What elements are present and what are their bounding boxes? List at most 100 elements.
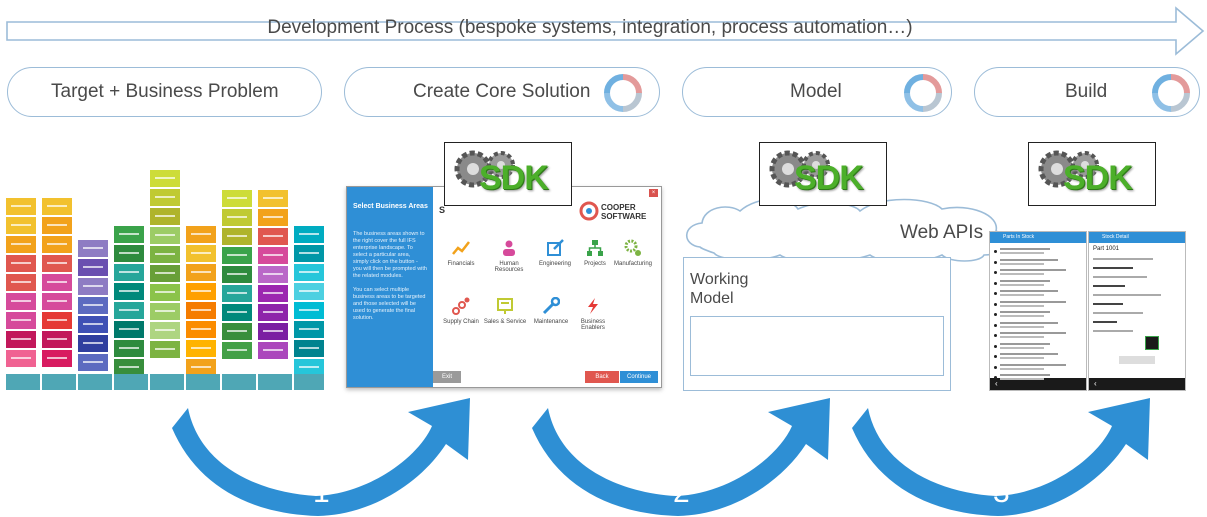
- landscape-block-text: [83, 361, 103, 363]
- area-business-enablers[interactable]: Business Enablers: [569, 297, 617, 331]
- list-item[interactable]: [1000, 258, 1058, 261]
- landscape-block-text: [263, 273, 283, 275]
- gears-icon: [769, 150, 830, 188]
- list-item-bullet: [994, 323, 997, 327]
- list-item[interactable]: [1000, 300, 1066, 303]
- landscape-block-text: [119, 347, 139, 349]
- area-maintenance[interactable]: Maintenance: [527, 297, 575, 325]
- list-item-bullet: [994, 355, 997, 358]
- list-item[interactable]: [1000, 332, 1066, 334]
- list-item[interactable]: [1000, 374, 1050, 376]
- list-item[interactable]: [1000, 363, 1066, 366]
- landscape-footer-block: [258, 374, 292, 390]
- phone-action-button[interactable]: [1119, 356, 1155, 364]
- landscape-footer-block: [114, 374, 148, 390]
- back-icon[interactable]: ‹: [990, 378, 1086, 390]
- cycle-icon: [904, 74, 942, 112]
- edit-icon: [547, 239, 564, 256]
- landscape-block-text: [47, 281, 67, 283]
- area-label: Projects: [584, 261, 606, 267]
- area-engineering[interactable]: Engineering: [531, 239, 579, 267]
- landscape-block-text: [191, 290, 211, 292]
- list-item[interactable]: [1000, 353, 1058, 355]
- continue-button[interactable]: Continue: [620, 371, 658, 383]
- area-projects[interactable]: Projects: [571, 239, 619, 267]
- area-sales-service[interactable]: Sales & Service: [481, 297, 529, 325]
- area-human-resources[interactable]: Human Resources: [485, 239, 533, 273]
- phone-screen-detail: Stock Detail Part 1001 ‹: [1088, 231, 1186, 391]
- area-label: Manufacturing: [613, 261, 653, 267]
- area-label: Financials: [447, 261, 475, 267]
- stage-model: Model: [682, 67, 952, 117]
- area-financials[interactable]: Financials: [437, 239, 485, 267]
- dialog-sidebar-text: The business areas shown to the right co…: [353, 231, 427, 329]
- landscape-footer-block: [222, 374, 256, 390]
- list-item-subtext: [1000, 294, 1044, 296]
- list-item-bullet: [994, 344, 997, 348]
- cycle-icon: [604, 74, 642, 112]
- landscape-block-text: [11, 281, 31, 283]
- landscape-footer-block: [186, 374, 220, 390]
- landscape-block-text: [119, 271, 139, 273]
- landscape-block-text: [299, 290, 319, 292]
- back-button[interactable]: Back: [585, 371, 619, 383]
- landscape-block-text: [119, 252, 139, 254]
- brand-line: SOFTWARE: [601, 212, 647, 221]
- list-item-bullet: [994, 250, 997, 253]
- landscape-block-text: [155, 253, 175, 255]
- phone-title: Stock Detail: [1089, 232, 1185, 243]
- landscape-block-text: [299, 366, 319, 368]
- part-number: Part 1001: [1093, 246, 1120, 252]
- landscape-footer-block: [6, 374, 40, 390]
- landscape-block-text: [11, 357, 31, 359]
- list-item[interactable]: [1000, 269, 1066, 271]
- step-number-3: 3: [993, 476, 1010, 509]
- landscape-block-text: [191, 271, 211, 273]
- detail-field: [1093, 321, 1117, 323]
- detail-field: [1093, 303, 1123, 305]
- detail-field: [1093, 267, 1133, 269]
- landscape-block-text: [11, 243, 31, 245]
- list-item-subtext: [1000, 315, 1044, 317]
- list-item[interactable]: [1000, 342, 1050, 345]
- list-item[interactable]: [1000, 321, 1058, 324]
- area-manufacturing[interactable]: Manufacturing: [609, 239, 657, 267]
- landscape-block-text: [83, 323, 103, 325]
- stage-label: Model: [790, 81, 842, 102]
- detail-field: [1093, 258, 1153, 260]
- landscape-block-text: [11, 300, 31, 302]
- list-item-bullet: [994, 302, 997, 306]
- landscape-block-text: [227, 273, 247, 275]
- landscape-block-text: [119, 366, 139, 368]
- org-chart-icon: [587, 240, 603, 256]
- close-icon[interactable]: ×: [649, 189, 658, 197]
- landscape-block-text: [83, 247, 103, 249]
- list-item[interactable]: [1000, 248, 1050, 250]
- list-item[interactable]: [1000, 279, 1050, 282]
- landscape-block-text: [191, 366, 211, 368]
- landscape-block-text: [11, 262, 31, 264]
- stage-target-business-problem: Target + Business Problem: [7, 67, 322, 117]
- sdk-badge: SDK: [759, 142, 887, 206]
- landscape-block-text: [155, 272, 175, 274]
- chart-line-icon: [452, 241, 470, 255]
- landscape-block-text: [119, 290, 139, 292]
- gears-icon: [1038, 150, 1099, 188]
- brand-line: COOPER: [601, 203, 636, 212]
- area-supply-chain[interactable]: Supply Chain: [437, 297, 485, 325]
- exit-button[interactable]: Exit: [433, 371, 461, 383]
- landscape-block-text: [263, 235, 283, 237]
- back-icon[interactable]: ‹: [1089, 378, 1185, 390]
- landscape-block-text: [155, 291, 175, 293]
- landscape-block-text: [155, 310, 175, 312]
- wrench-icon: [542, 297, 560, 315]
- list-item[interactable]: [1000, 290, 1058, 292]
- landscape-block-text: [83, 266, 103, 268]
- landscape-block-text: [263, 292, 283, 294]
- list-item-subtext: [1000, 273, 1044, 275]
- detail-field: [1093, 276, 1147, 278]
- landscape-block-text: [47, 262, 67, 264]
- banner-text: Development Process (bespoke systems, in…: [267, 17, 913, 38]
- list-item[interactable]: [1000, 311, 1050, 313]
- landscape-block-text: [155, 196, 175, 198]
